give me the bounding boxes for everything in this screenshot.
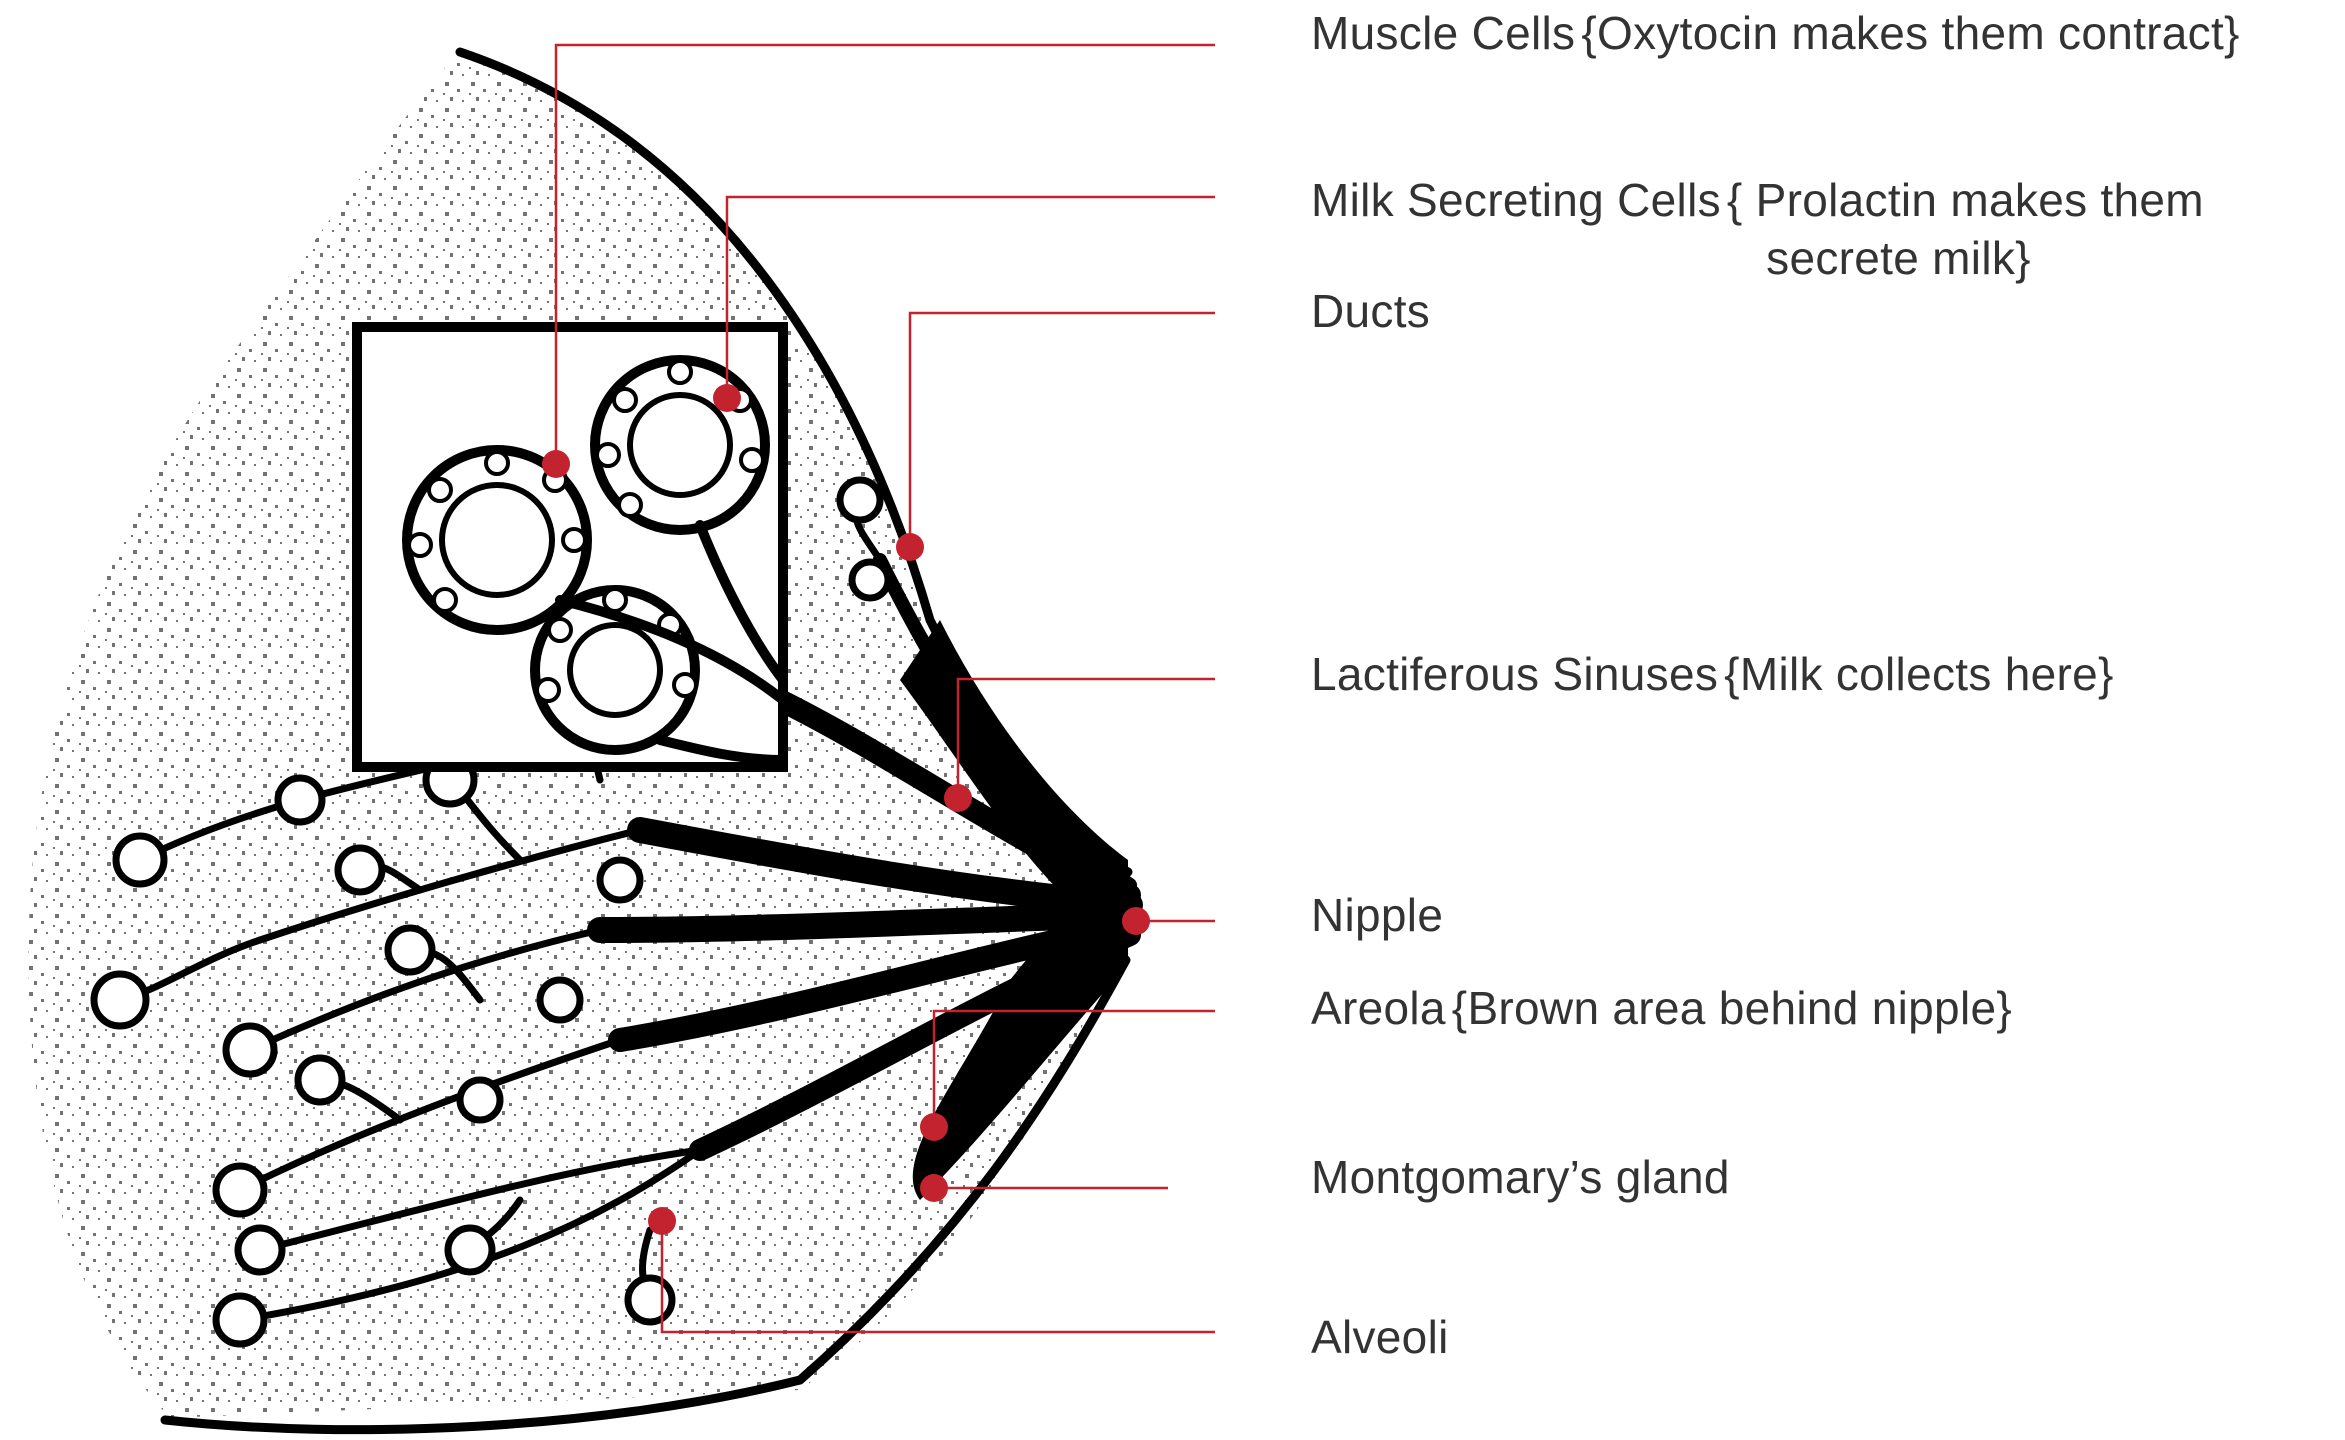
lactiferous-sinuses-label-name: Lactiferous Sinuses	[1311, 645, 1718, 703]
milk-secreting-cells-label-name: Milk Secreting Cells	[1311, 171, 1721, 229]
nipple-marker-dot	[1122, 907, 1150, 935]
alveoli-label: Alveoli	[1311, 1308, 1449, 1366]
montgomerys-gland-label: Montgomary’s gland	[1311, 1148, 1730, 1206]
muscle-cells-label-name: Muscle Cells	[1311, 4, 1575, 62]
nipple-label: Nipple	[1311, 886, 1443, 944]
alveoli-label-name: Alveoli	[1311, 1308, 1449, 1366]
montgomerys-gland-label-name: Montgomary’s gland	[1311, 1148, 1730, 1206]
areola-label-note: {Brown area behind nipple}	[1452, 979, 2012, 1037]
nipple-label-name: Nipple	[1311, 886, 1443, 944]
areola-label-name: Areola	[1311, 979, 1446, 1037]
montgomerys-gland-marker-dot	[920, 1174, 948, 1202]
milk-secreting-cells-label: Milk Secreting Cells{ Prolactin makes th…	[1311, 171, 2204, 287]
areola-marker-dot	[920, 1113, 948, 1141]
lactiferous-sinuses-marker-dot	[944, 784, 972, 812]
muscle-cells-label-note: {Oxytocin makes them contract}	[1581, 4, 2239, 62]
milk-secreting-cells-label-note: { Prolactin makes them secrete milk}	[1727, 171, 2204, 287]
lactiferous-sinuses-label-note: {Milk collects here}	[1724, 645, 2114, 703]
ducts-label: Ducts	[1311, 282, 1430, 340]
muscle-cells-marker-dot	[542, 450, 570, 478]
alveoli-marker-dot	[648, 1207, 676, 1235]
ducts-leader-line	[910, 313, 1215, 547]
ducts-label-name: Ducts	[1311, 282, 1430, 340]
muscle-cells-label: Muscle Cells{Oxytocin makes them contrac…	[1311, 4, 2240, 62]
areola-label: Areola{Brown area behind nipple}	[1311, 979, 2012, 1037]
milk-secreting-cells-marker-dot	[713, 384, 741, 412]
breast-illustration	[29, 50, 1138, 1430]
ducts-marker-dot	[896, 533, 924, 561]
lactiferous-sinuses-label: Lactiferous Sinuses{Milk collects here}	[1311, 645, 2114, 703]
